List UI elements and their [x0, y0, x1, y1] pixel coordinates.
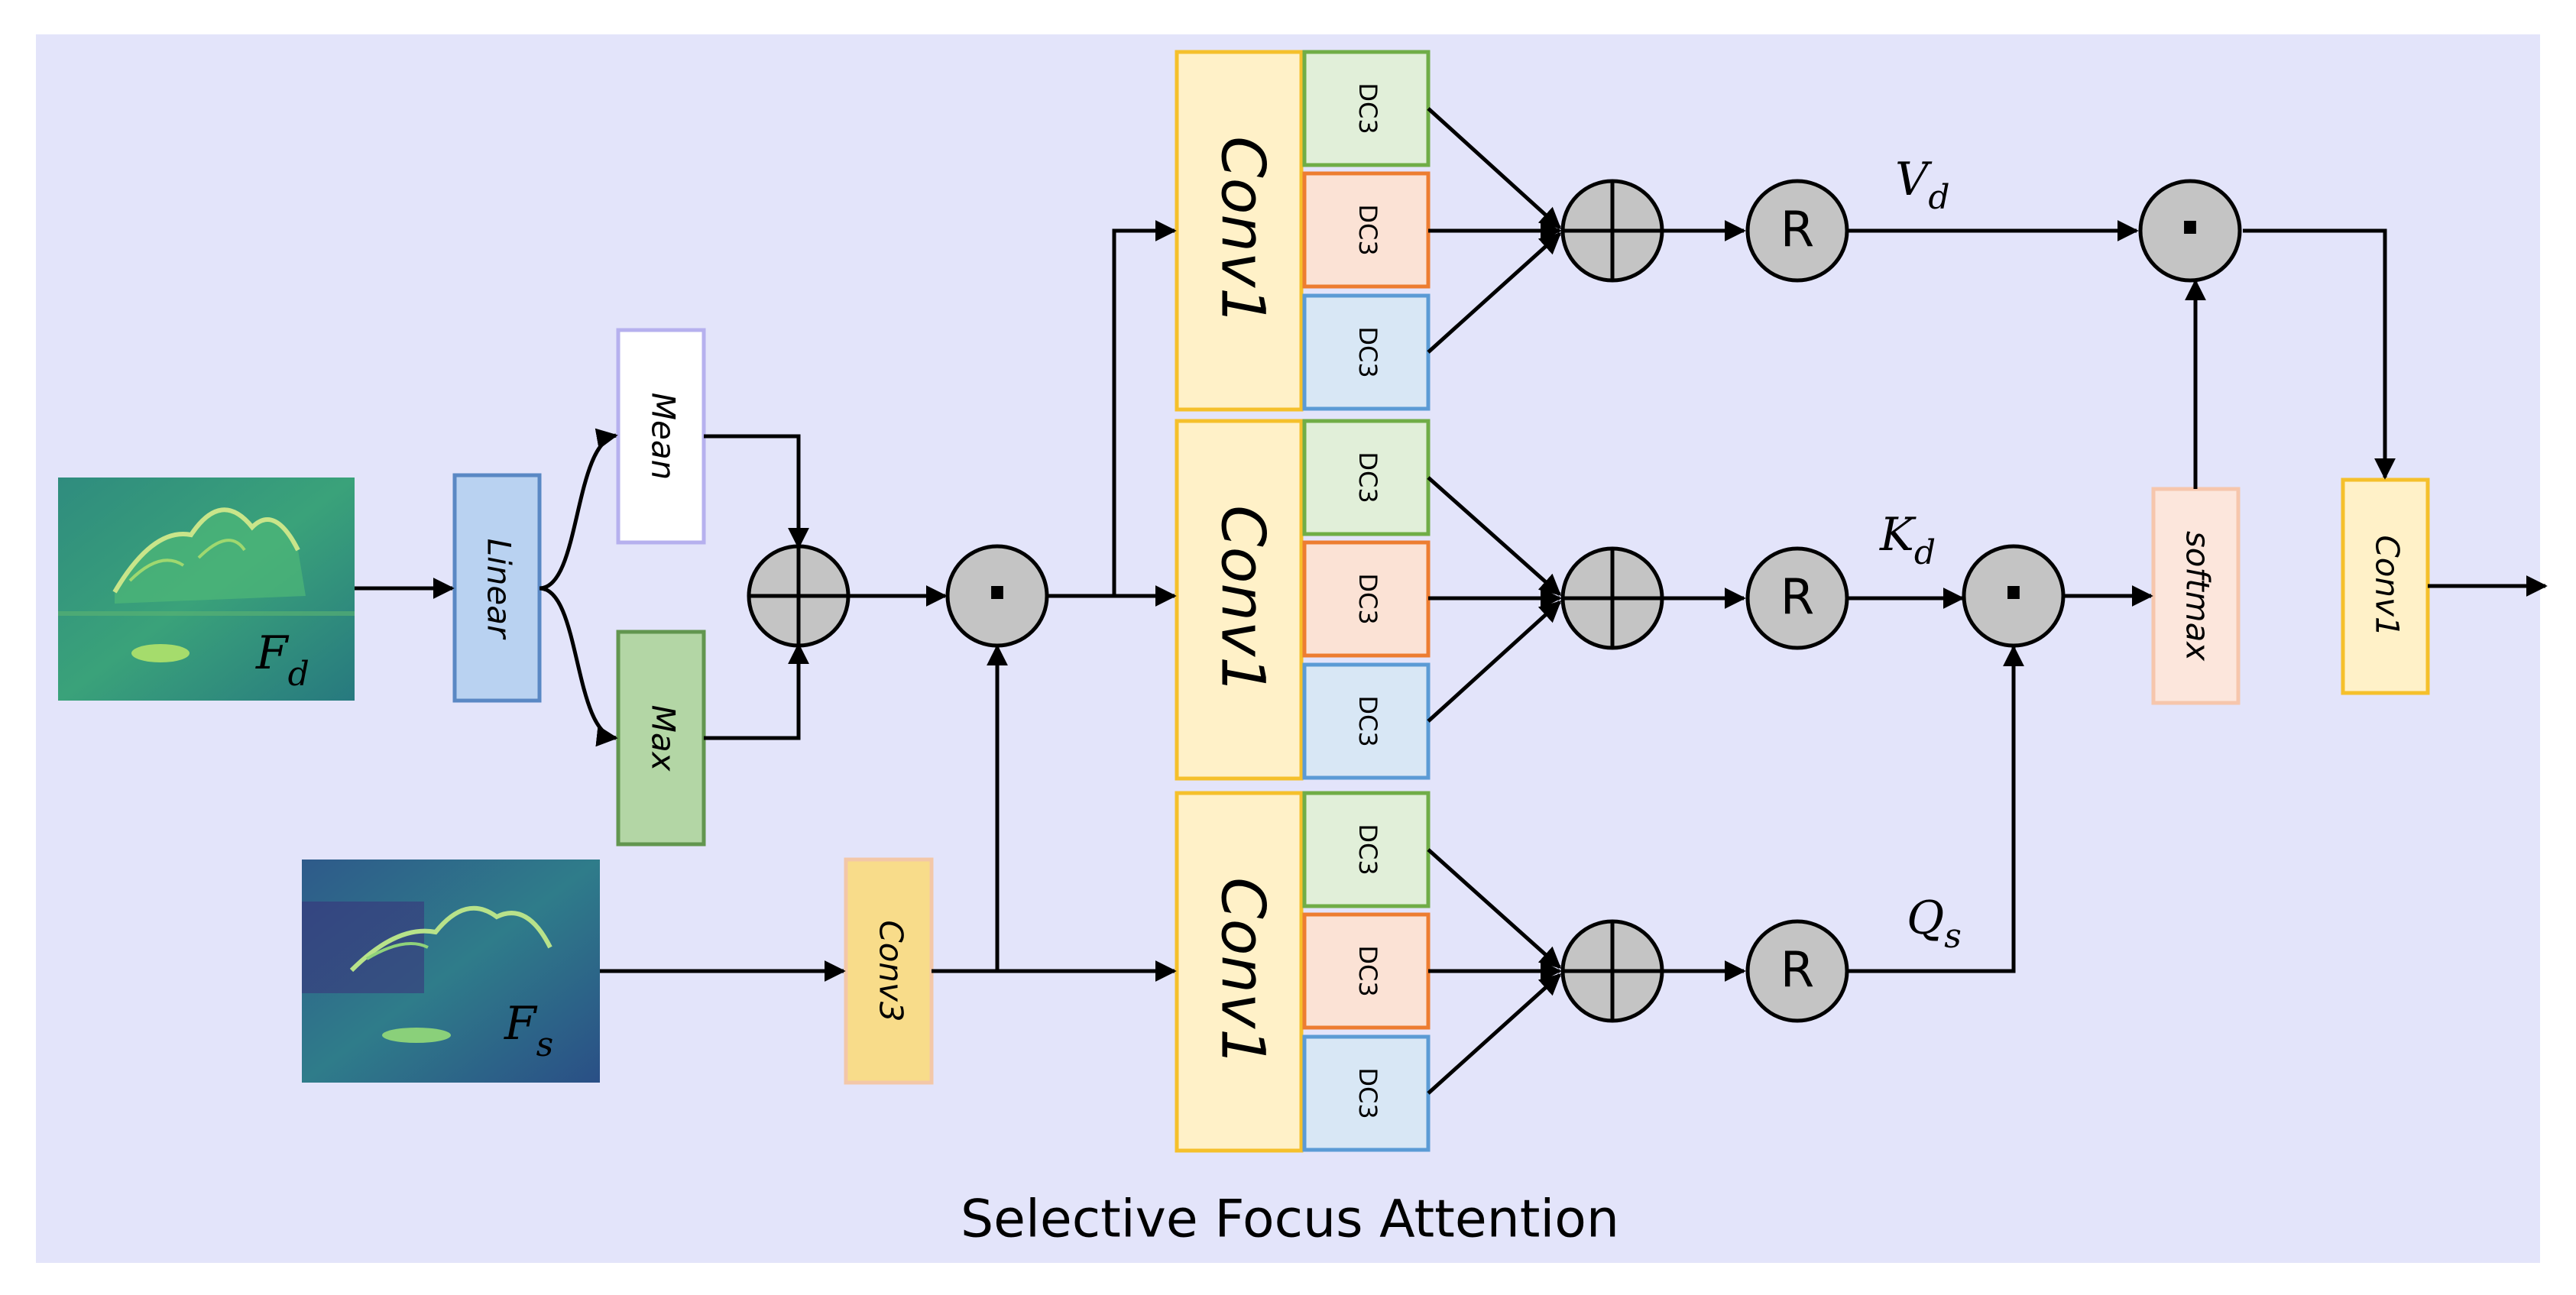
vd-label: Vd	[1895, 153, 1950, 217]
linear-label: Linear	[481, 539, 518, 640]
max-label: Max	[645, 705, 682, 772]
kd-label: Kd	[1879, 508, 1936, 572]
sum-operator-top	[1560, 179, 1664, 283]
relu-operator-mid: R	[1745, 546, 1849, 650]
conv3-label: Conv3	[873, 920, 910, 1021]
softmax-label: softmax	[2179, 531, 2217, 662]
diagram-title: Selective Focus Attention	[961, 1190, 1619, 1250]
relu-label: R	[1781, 202, 1814, 259]
conv1-branch-top: Conv1 DC3 DC3 DC3	[1175, 50, 1431, 412]
dot-operator-kq: ·	[1962, 544, 2066, 648]
conv1-bot-label: Conv1	[1208, 877, 1277, 1066]
dc3-label: DC3	[1353, 695, 1382, 746]
relu-operator-bot: R	[1745, 919, 1849, 1023]
conv1-output-label: Conv1	[2369, 535, 2406, 636]
dc3-block-mid-2	[1302, 540, 1431, 658]
sum-operator-mid	[1560, 546, 1664, 650]
relu-label: R	[1781, 943, 1814, 999]
fd-feature-map	[58, 478, 355, 701]
dc3-label: DC3	[1353, 452, 1382, 503]
dc3-label: DC3	[1353, 326, 1382, 377]
sum-operator-bot	[1560, 919, 1664, 1023]
dc3-label: DC3	[1353, 824, 1382, 875]
fd-label: Fd	[255, 626, 309, 694]
relu-operator-top: R	[1745, 179, 1849, 283]
sum-operator-left	[747, 544, 851, 648]
dc3-label: DC3	[1353, 945, 1382, 996]
dot-label: ·	[2001, 553, 2027, 633]
dc3-block-bot-3	[1302, 1034, 1431, 1152]
fs-label: Fs	[504, 997, 553, 1064]
dot-label: ·	[2177, 188, 2203, 268]
conv1-mid-label: Conv1	[1208, 505, 1277, 694]
dot-label: ·	[984, 553, 1010, 633]
conv1-block-mid	[1175, 419, 1304, 781]
dot-operator-v: ·	[2138, 179, 2242, 283]
softmax-block	[2151, 487, 2241, 705]
fs-feature-map	[302, 860, 600, 1083]
dc3-label: DC3	[1353, 204, 1382, 255]
dc3-block-mid-1	[1302, 419, 1431, 536]
dc3-block-bot-1	[1302, 791, 1431, 908]
dot-operator-left: ·	[945, 544, 1049, 648]
dc3-block-top-2	[1302, 171, 1431, 289]
conv1-block-top	[1175, 50, 1304, 412]
dc3-label: DC3	[1353, 573, 1382, 624]
max-block	[616, 630, 706, 847]
dc3-label: DC3	[1353, 83, 1382, 134]
conv1-branch-bot: Conv1 DC3 DC3 DC3	[1175, 791, 1431, 1153]
dc3-block-bot-2	[1302, 912, 1431, 1030]
conv1-output-block	[2341, 478, 2430, 695]
conv3-block	[844, 857, 934, 1085]
mean-label: Mean	[645, 393, 682, 480]
conv1-block-bot	[1175, 791, 1304, 1153]
qs-label: Qs	[1907, 892, 1962, 956]
relu-label: R	[1781, 570, 1814, 626]
dc3-block-mid-3	[1302, 662, 1431, 780]
conv1-top-label: Conv1	[1208, 136, 1277, 325]
conv1-branch-mid: Conv1 DC3 DC3 DC3	[1175, 419, 1431, 781]
connectors	[355, 107, 2548, 1095]
mean-block	[616, 328, 706, 545]
dc3-label: DC3	[1353, 1067, 1382, 1119]
